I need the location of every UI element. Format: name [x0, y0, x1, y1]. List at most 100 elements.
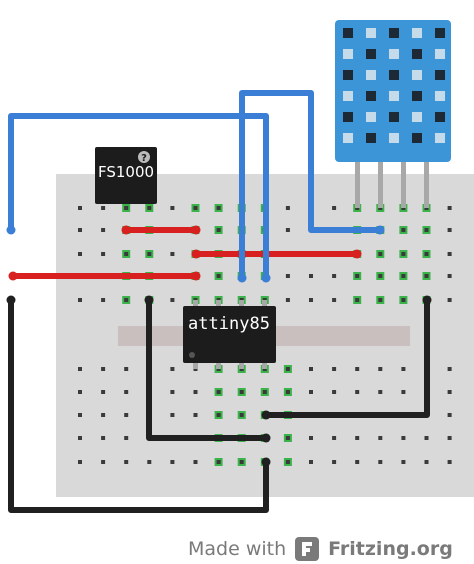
- wire-endpoints: [6, 225, 432, 467]
- breadboard-hole: [239, 413, 244, 417]
- breadboard-hole: [378, 460, 383, 464]
- breadboard-hole: [216, 390, 221, 394]
- black-wire-left: [146, 297, 269, 441]
- transmitter-label: FS1000: [98, 163, 154, 181]
- sensor-grille-cell: [412, 91, 422, 101]
- breadboard-hole: [332, 274, 337, 278]
- breadboard-hole: [170, 390, 175, 394]
- breadboard-hole: [309, 460, 313, 464]
- breadboard-hole: [424, 460, 429, 464]
- breadboard-hole: [101, 367, 106, 371]
- sensor-grille-cell: [435, 28, 445, 38]
- breadboard-hole: [309, 298, 313, 302]
- sensor-grille-cell: [343, 91, 353, 101]
- breadboard-hole: [401, 252, 406, 256]
- breadboard-hole: [378, 274, 383, 278]
- breadboard-hole: [147, 206, 152, 210]
- breadboard-hole: [424, 252, 429, 256]
- breadboard-hole: [124, 390, 129, 394]
- sensor-grille-cell: [412, 133, 422, 143]
- fs1000-transmitter: ? FS1000: [95, 147, 157, 204]
- breadboard-hole: [378, 390, 383, 394]
- breadboard-hole: [78, 228, 82, 232]
- breadboard-hole: [424, 436, 429, 440]
- breadboard-hole: [332, 298, 337, 302]
- fritzing-credit: Made with Fritzing.org: [188, 534, 453, 564]
- breadboard-hole: [309, 390, 313, 394]
- breadboard-hole: [447, 206, 452, 210]
- breadboard-hole: [101, 298, 106, 302]
- breadboard-hole: [193, 413, 198, 417]
- breadboard-hole: [170, 413, 175, 417]
- wire-end-cap: [6, 295, 16, 305]
- breadboard-hole: [355, 298, 360, 302]
- breadboard-hole: [124, 367, 129, 371]
- fritzing-brand-text: Fritzing.org: [328, 538, 453, 560]
- chip-label: attiny85: [188, 314, 270, 334]
- breadboard-hole: [124, 413, 129, 417]
- wire-end-cap: [191, 271, 201, 281]
- breadboard-hole: [355, 436, 360, 440]
- breadboard-hole: [285, 390, 290, 394]
- breadboard-hole: [78, 298, 82, 302]
- dht-sensor: [335, 20, 451, 208]
- blue-wire-right: [239, 90, 383, 281]
- breadboard-hole: [285, 460, 290, 464]
- breadboard-hole: [401, 367, 406, 371]
- sensor-grille-cell: [343, 49, 353, 59]
- sensor-grille: [343, 28, 445, 143]
- breadboard-hole: [101, 436, 106, 440]
- breadboard-hole: [101, 252, 106, 256]
- breadboard-hole: [239, 390, 244, 394]
- breadboard-hole: [447, 390, 452, 394]
- breadboard-hole: [170, 252, 175, 256]
- sensor-grille-cell: [366, 28, 376, 38]
- breadboard-hole: [170, 367, 175, 371]
- black-wire-right: [263, 297, 430, 418]
- breadboard-hole: [101, 390, 106, 394]
- breadboard-hole: [401, 436, 406, 440]
- sensor-grille-cell: [366, 49, 376, 59]
- breadboard-hole: [193, 460, 198, 464]
- sensor-grille-cell: [435, 133, 445, 143]
- sensor-grille-cell: [366, 91, 376, 101]
- breadboard-hole: [101, 228, 106, 232]
- sensor-grille-cell: [435, 91, 445, 101]
- breadboard-hole: [285, 206, 290, 210]
- breadboard-hole: [285, 228, 290, 232]
- breadboard-hole: [355, 460, 360, 464]
- sensor-grille-cell: [343, 112, 353, 122]
- breadboard-hole: [447, 228, 452, 232]
- breadboard-hole: [124, 252, 129, 256]
- sensor-grille-cell: [412, 49, 422, 59]
- breadboard-hole: [447, 413, 452, 417]
- sensor-grille-cell: [343, 28, 353, 38]
- wire-end-cap: [144, 295, 154, 305]
- sensor-grille-cell: [412, 112, 422, 122]
- blue-wires: [8, 90, 383, 281]
- breadboard-hole: [332, 460, 337, 464]
- breadboard-hole: [78, 413, 82, 417]
- black-wires: [8, 297, 430, 513]
- breadboard-hole: [332, 390, 337, 394]
- breadboard-hole: [239, 460, 244, 464]
- breadboard-hole: [447, 460, 452, 464]
- sensor-grille-cell: [435, 49, 445, 59]
- wire-end-cap: [261, 410, 271, 420]
- wire-end-cap: [121, 225, 131, 235]
- breadboard-hole: [401, 390, 406, 394]
- breadboard-hole: [285, 436, 290, 440]
- sensor-pin: [355, 162, 360, 208]
- breadboard-hole: [147, 460, 152, 464]
- breadboard-hole: [101, 460, 106, 464]
- sensor-grille-cell: [343, 133, 353, 143]
- red-wires: [10, 227, 360, 279]
- breadboard-hole: [285, 274, 290, 278]
- wire-end-cap: [261, 273, 271, 283]
- breadboard-hole: [447, 252, 452, 256]
- sensor-pin: [424, 162, 429, 208]
- breadboard-hole: [447, 274, 452, 278]
- wire-end-cap: [8, 271, 18, 281]
- breadboard-hole: [216, 460, 221, 464]
- breadboard-hole: [170, 298, 175, 302]
